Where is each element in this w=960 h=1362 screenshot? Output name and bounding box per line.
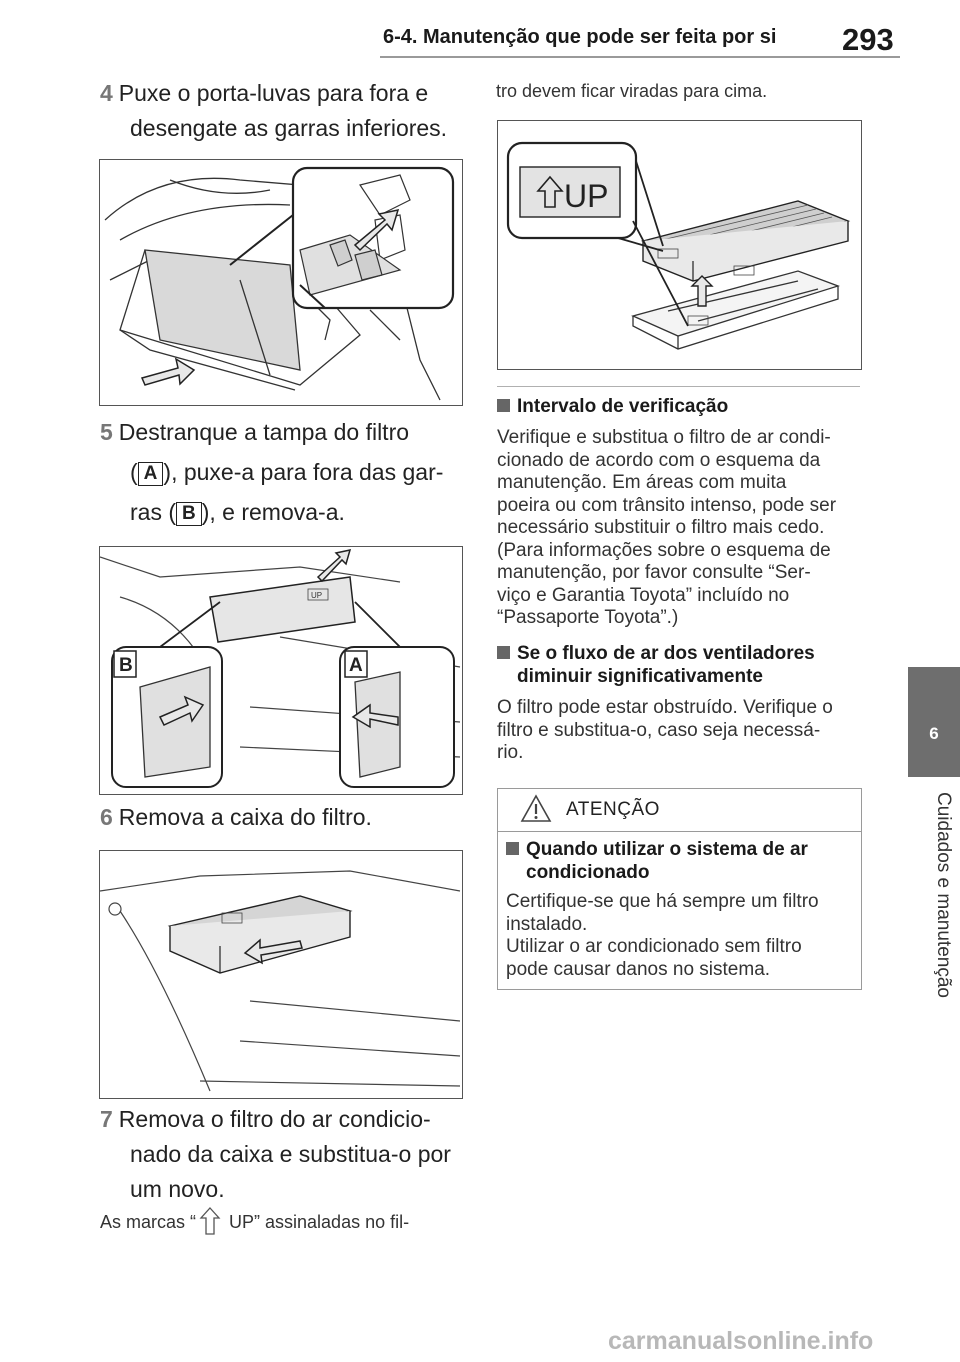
warning-title: Quando utilizar o sistema de ar condicio… bbox=[506, 839, 851, 884]
step-number: 5 bbox=[100, 419, 113, 445]
note-text: As marcas “ bbox=[100, 1212, 197, 1232]
body-line: pode causar danos no sistema. bbox=[506, 958, 771, 980]
body-line: manutenção. Em áreas com muita bbox=[497, 472, 787, 493]
body-line: “Passaporte Toyota”.) bbox=[497, 607, 679, 628]
step-number: 7 bbox=[100, 1106, 113, 1132]
warning-header: ATENÇÃO bbox=[498, 789, 861, 832]
filter-up-illustration: UP bbox=[506, 141, 851, 350]
section-title-text: Intervalo de verificação bbox=[517, 396, 729, 417]
bullet-square-icon bbox=[497, 399, 510, 412]
section-header-title: 6-4. Manutenção que pode ser feita por s… bbox=[383, 26, 777, 48]
up-mark-note: As marcas “ UP” assinaladas no fil- bbox=[100, 1206, 470, 1236]
warning-triangle-icon bbox=[520, 794, 552, 822]
body-line: (Para informações sobre o esquema de bbox=[497, 539, 831, 561]
body-line: manutenção, por favor consulte “Ser- bbox=[497, 562, 811, 583]
body-line: instalado. bbox=[506, 913, 588, 935]
section-title-check-interval: Intervalo de verificação bbox=[497, 396, 867, 419]
note-text: UP” assinaladas no fil- bbox=[224, 1212, 410, 1232]
inset-b-label: B bbox=[119, 655, 133, 676]
label-b-box: B bbox=[176, 502, 202, 526]
step-number: 6 bbox=[100, 804, 113, 830]
section-divider bbox=[497, 386, 860, 387]
chapter-tab bbox=[908, 667, 960, 777]
figure-glovebox bbox=[99, 159, 463, 406]
section-title-text: diminuir significativamente bbox=[517, 665, 763, 687]
step-text: desengate as garras inferiores. bbox=[130, 115, 448, 141]
body-line: viço e Garantia Toyota” incluído no bbox=[497, 584, 790, 606]
body-line: Utilizar o ar condicionado sem filtro bbox=[506, 936, 802, 957]
filter-case-illustration bbox=[100, 870, 461, 1092]
step-text-line: (A), puxe-a para fora das gar- bbox=[100, 452, 470, 492]
page-number: 293 bbox=[842, 22, 894, 57]
label-a-box: A bbox=[137, 462, 164, 486]
step-text: Destranque a tampa do filtro bbox=[118, 419, 410, 445]
body-line: Verifique e substitua o filtro de ar con… bbox=[497, 427, 831, 448]
step-text: Remova a caixa do filtro. bbox=[118, 804, 372, 830]
step-text: ), puxe-a para fora das gar- bbox=[163, 459, 444, 485]
step-text: ), e remova-a. bbox=[201, 499, 345, 525]
body-line: necessário substituir o filtro mais cedo… bbox=[497, 517, 825, 538]
warning-title-text: condicionado bbox=[526, 861, 650, 883]
step-text-line: ras (B), e remova-a. bbox=[100, 492, 470, 532]
section-title-text: Se o fluxo de ar dos ventiladores bbox=[517, 643, 815, 664]
glovebox-illustration bbox=[104, 166, 455, 401]
warning-box: ATENÇÃO Quando utilizar o sistema de ar … bbox=[497, 788, 862, 990]
step-text: ras ( bbox=[130, 499, 176, 525]
warning-body: Certifique-se que há sempre um filtro in… bbox=[506, 891, 851, 981]
step-text: nado da caixa e substitua-o por bbox=[130, 1141, 451, 1167]
inset-a-label: A bbox=[349, 655, 363, 676]
up-arrow-icon bbox=[199, 1207, 221, 1235]
body-line: rio. bbox=[497, 742, 524, 763]
bullet-square-icon bbox=[497, 646, 510, 659]
section-body-check-interval: Verifique e substitua o filtro de ar con… bbox=[497, 427, 867, 630]
warning-title-text: Quando utilizar o sistema de ar bbox=[526, 839, 808, 860]
step-text: Puxe o porta-luvas para fora e bbox=[118, 80, 429, 106]
step-number: 4 bbox=[100, 80, 113, 106]
body-line: poeira ou com trânsito intenso, pode ser bbox=[497, 494, 837, 516]
section-title-airflow: Se o fluxo de ar dos ventiladores diminu… bbox=[497, 643, 867, 688]
up-label-text: UP bbox=[564, 178, 608, 214]
chapter-number: 6 bbox=[929, 724, 939, 743]
bullet-square-icon bbox=[506, 842, 519, 855]
footer-watermark: carmanualsonline.info bbox=[608, 1327, 874, 1355]
warning-heading: ATENÇÃO bbox=[566, 799, 660, 820]
figure-filter-up: UP bbox=[497, 120, 862, 370]
body-line: Certifique-se que há sempre um filtro bbox=[506, 891, 819, 912]
up-mark-note-continued: tro devem ficar viradas para cima. bbox=[496, 81, 768, 101]
figure-filter-cover: UP B A bbox=[99, 546, 463, 795]
body-line: filtro e substitua-o, caso seja necessá- bbox=[497, 719, 821, 741]
figure-filter-case bbox=[99, 850, 463, 1099]
chapter-label: Cuidados e manutenção bbox=[933, 792, 954, 998]
header-divider bbox=[380, 56, 900, 58]
step-text: Remova o filtro do ar condicio- bbox=[118, 1106, 431, 1132]
body-line: O filtro pode estar obstruído. Verifique… bbox=[497, 697, 833, 718]
up-mark-text: UP bbox=[311, 591, 322, 600]
step-text: ( bbox=[130, 459, 138, 485]
filter-cover-illustration: UP B A bbox=[100, 549, 461, 788]
section-body-airflow: O filtro pode estar obstruído. Verifique… bbox=[497, 697, 867, 765]
body-line: cionado de acordo com o esquema da bbox=[497, 449, 821, 471]
step-text: um novo. bbox=[130, 1176, 225, 1202]
